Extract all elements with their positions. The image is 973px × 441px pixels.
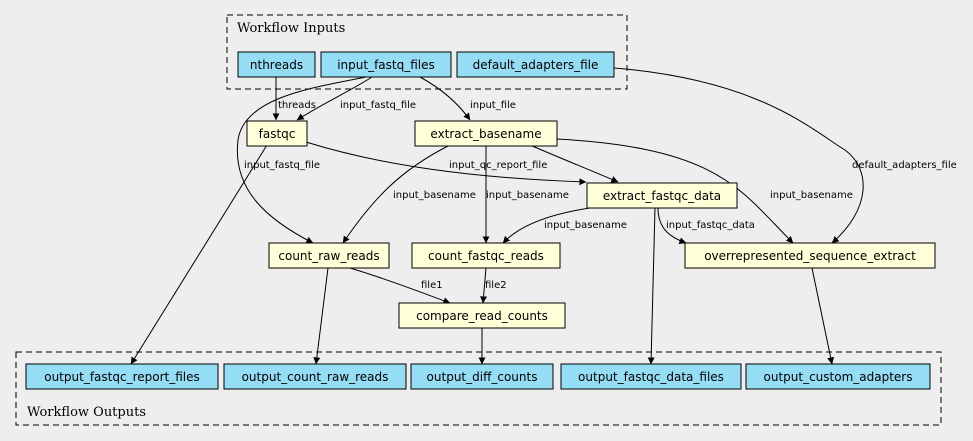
node-label-output-count-raw-reads: output_count_raw_reads (242, 370, 389, 384)
edge-countraw-outcount (313, 267, 329, 365)
node-label-compare-read-counts: compare_read_counts (416, 309, 548, 323)
edge-label-input-basename-to-countraw: input_basename (393, 190, 476, 201)
node-input-fastq-files[interactable]: input_fastq_files (320, 51, 452, 78)
node-count-raw-reads[interactable]: count_raw_reads (268, 242, 390, 269)
edges-layer: threads input_fastq_file input_file inpu… (130, 67, 957, 365)
node-label-count-raw-reads: count_raw_reads (278, 249, 379, 263)
edge-label-input-basename-to-overrep: input_basename (770, 190, 853, 201)
edge-countfastqc-compare: file2 (480, 267, 507, 304)
node-output-diff-counts[interactable]: output_diff_counts (410, 363, 554, 390)
edge-extractdata-outdata (647, 207, 656, 365)
edge-label-input-basename-to-countfastqc: input_basename (486, 190, 569, 201)
edge-countraw-compare: file1 (349, 267, 451, 304)
node-count-fastqc-reads[interactable]: count_fastqc_reads (411, 242, 561, 269)
node-label-output-fastqc-data-files: output_fastqc_data_files (578, 370, 724, 384)
edge-nthreads-fastqc: threads (272, 77, 316, 121)
edge-label-file2: file2 (485, 280, 507, 291)
edge-label-input-file: input_file (470, 100, 516, 111)
node-label-count-fastqc-reads: count_fastqc_reads (428, 249, 544, 263)
edge-basename-extractdata (529, 144, 619, 183)
edge-label-default-adapters-file: default_adapters_file (852, 160, 957, 171)
node-output-fastqc-data-files[interactable]: output_fastqc_data_files (560, 363, 742, 390)
edge-extractdata-overrep: input_fastqc_data (657, 207, 755, 245)
edge-basename-overrep: input_basename (556, 138, 853, 244)
node-compare-read-counts[interactable]: compare_read_counts (398, 302, 566, 329)
edge-fastqc-extractdata: input_qc_report_file (305, 141, 587, 186)
node-label-output-fastqc-report-files: output_fastqc_report_files (44, 370, 200, 384)
node-nthreads[interactable]: nthreads (237, 51, 316, 78)
node-overrepresented-sequence-extract[interactable]: overrepresented_sequence_extract (684, 242, 936, 269)
edge-label-threads: threads (278, 100, 316, 111)
node-label-nthreads: nthreads (250, 58, 303, 72)
edge-basename-countfastqc: input_basename (482, 145, 569, 244)
edge-fastq-basename: input_file (419, 76, 516, 121)
edge-label-input-fastq-file-to-fastqc: input_fastq_file (340, 100, 416, 111)
node-label-default-adapters-file: default_adapters_file (473, 58, 599, 72)
edge-fastq-countraw: input_fastq_file (236, 76, 367, 244)
edge-label-input-fastqc-data-to-overrep: input_fastqc_data (666, 220, 755, 231)
workflow-outputs-title: Workflow Outputs (27, 405, 146, 420)
node-label-overrepresented-sequence-extract: overrepresented_sequence_extract (704, 249, 916, 263)
node-label-output-diff-counts: output_diff_counts (427, 370, 538, 384)
node-fastqc[interactable]: fastqc (246, 120, 308, 147)
edge-basename-countraw: input_basename (342, 144, 476, 244)
edge-overrep-outadapters (811, 267, 835, 365)
node-label-extract-basename: extract_basename (430, 127, 541, 141)
node-label-output-custom-adapters: output_custom_adapters (764, 370, 913, 384)
edge-label-input-fastq-file-to-count: input_fastq_file (244, 160, 320, 171)
edge-label-file1: file1 (421, 280, 443, 291)
workflow-inputs-title: Workflow Inputs (237, 21, 345, 36)
workflow-outputs-cluster: Workflow Outputs (15, 351, 942, 426)
node-label-fastqc: fastqc (259, 127, 296, 141)
edge-extractdata-countfastqc: input_basename (502, 207, 627, 244)
node-label-extract-fastqc-data: extract_fastqc_data (603, 189, 721, 203)
node-output-count-raw-reads[interactable]: output_count_raw_reads (223, 363, 407, 390)
edge-fastqc-outreport (130, 144, 268, 365)
node-extract-basename[interactable]: extract_basename (414, 120, 558, 147)
node-extract-fastqc-data[interactable]: extract_fastqc_data (586, 182, 738, 209)
edge-adapters-overrep: default_adapters_file (613, 67, 957, 244)
node-label-input-fastq-files: input_fastq_files (337, 58, 435, 72)
edge-fastq-fastqc: input_fastq_file (296, 76, 416, 121)
node-output-fastqc-report-files[interactable]: output_fastqc_report_files (25, 363, 219, 390)
node-default-adapters-file[interactable]: default_adapters_file (456, 51, 615, 78)
node-output-custom-adapters[interactable]: output_custom_adapters (745, 363, 931, 390)
edge-label-input-fastqc-data-to-count: input_basename (544, 220, 627, 231)
edge-label-input-qc-report-file: input_qc_report_file (449, 160, 547, 171)
workflow-inputs-cluster: Workflow Inputs (226, 14, 628, 90)
